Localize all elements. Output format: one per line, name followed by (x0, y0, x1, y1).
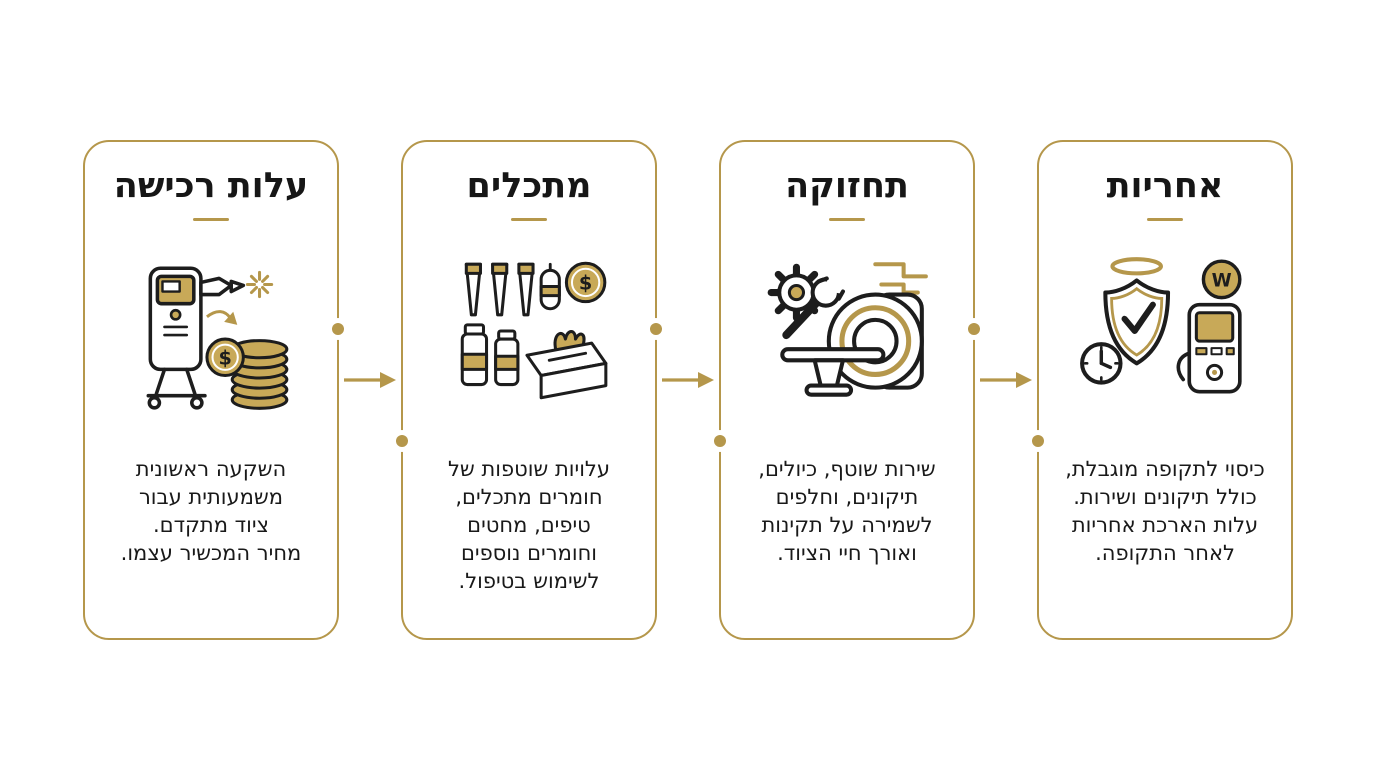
card-title: תחזוקה (785, 166, 909, 206)
title-underline (193, 217, 229, 221)
shield-check-clock-icon: W (1074, 233, 1256, 433)
medical-device-coins-icon: $ (120, 233, 302, 433)
card-body-text: עלויות שוטפות של חומרים מתכלים, טיפים, מ… (447, 456, 611, 594)
title-underline (829, 217, 865, 221)
edge-dot (396, 435, 408, 447)
arrow-right-icon (980, 372, 1032, 388)
dollar-sign: $ (218, 346, 231, 369)
title-underline (1147, 217, 1183, 221)
arrow-right-icon (662, 372, 714, 388)
card-title: אחריות (1106, 166, 1224, 206)
vials-tissue-box-icon: $ (438, 233, 620, 433)
card-maintenance: תחזוקה (714, 140, 980, 640)
card-acquisition-cost: עלות רכישה (83, 140, 344, 640)
connector (975, 364, 1037, 396)
card-consumables: מתכלים (396, 140, 662, 640)
card-body-text: השקעה ראשונית משמעותית עבור ציוד מתקדם. … (120, 456, 302, 566)
edge-dot (1032, 435, 1044, 447)
edge-dot (332, 323, 344, 335)
card-warranty: אחריות (1032, 140, 1293, 640)
card-title: מתכלים (466, 166, 592, 206)
card-body-text: כיסוי לתקופה מוגבלת, כולל תיקונים ושירות… (1065, 456, 1265, 566)
dollar-sign: $ (579, 271, 592, 294)
card-title: עלות רכישה (113, 166, 309, 206)
connector (657, 364, 719, 396)
edge-dot (968, 323, 980, 335)
arrow-right-icon (344, 372, 396, 388)
scanner-gear-wrench-icon (756, 233, 938, 433)
edge-dot (650, 323, 662, 335)
title-underline (511, 217, 547, 221)
warranty-letter: W (1212, 270, 1232, 291)
card-body-text: שירות שוטף, כיולים, תיקונים, וחלפים לשמי… (758, 456, 936, 566)
edge-dot (714, 435, 726, 447)
connector (339, 364, 401, 396)
